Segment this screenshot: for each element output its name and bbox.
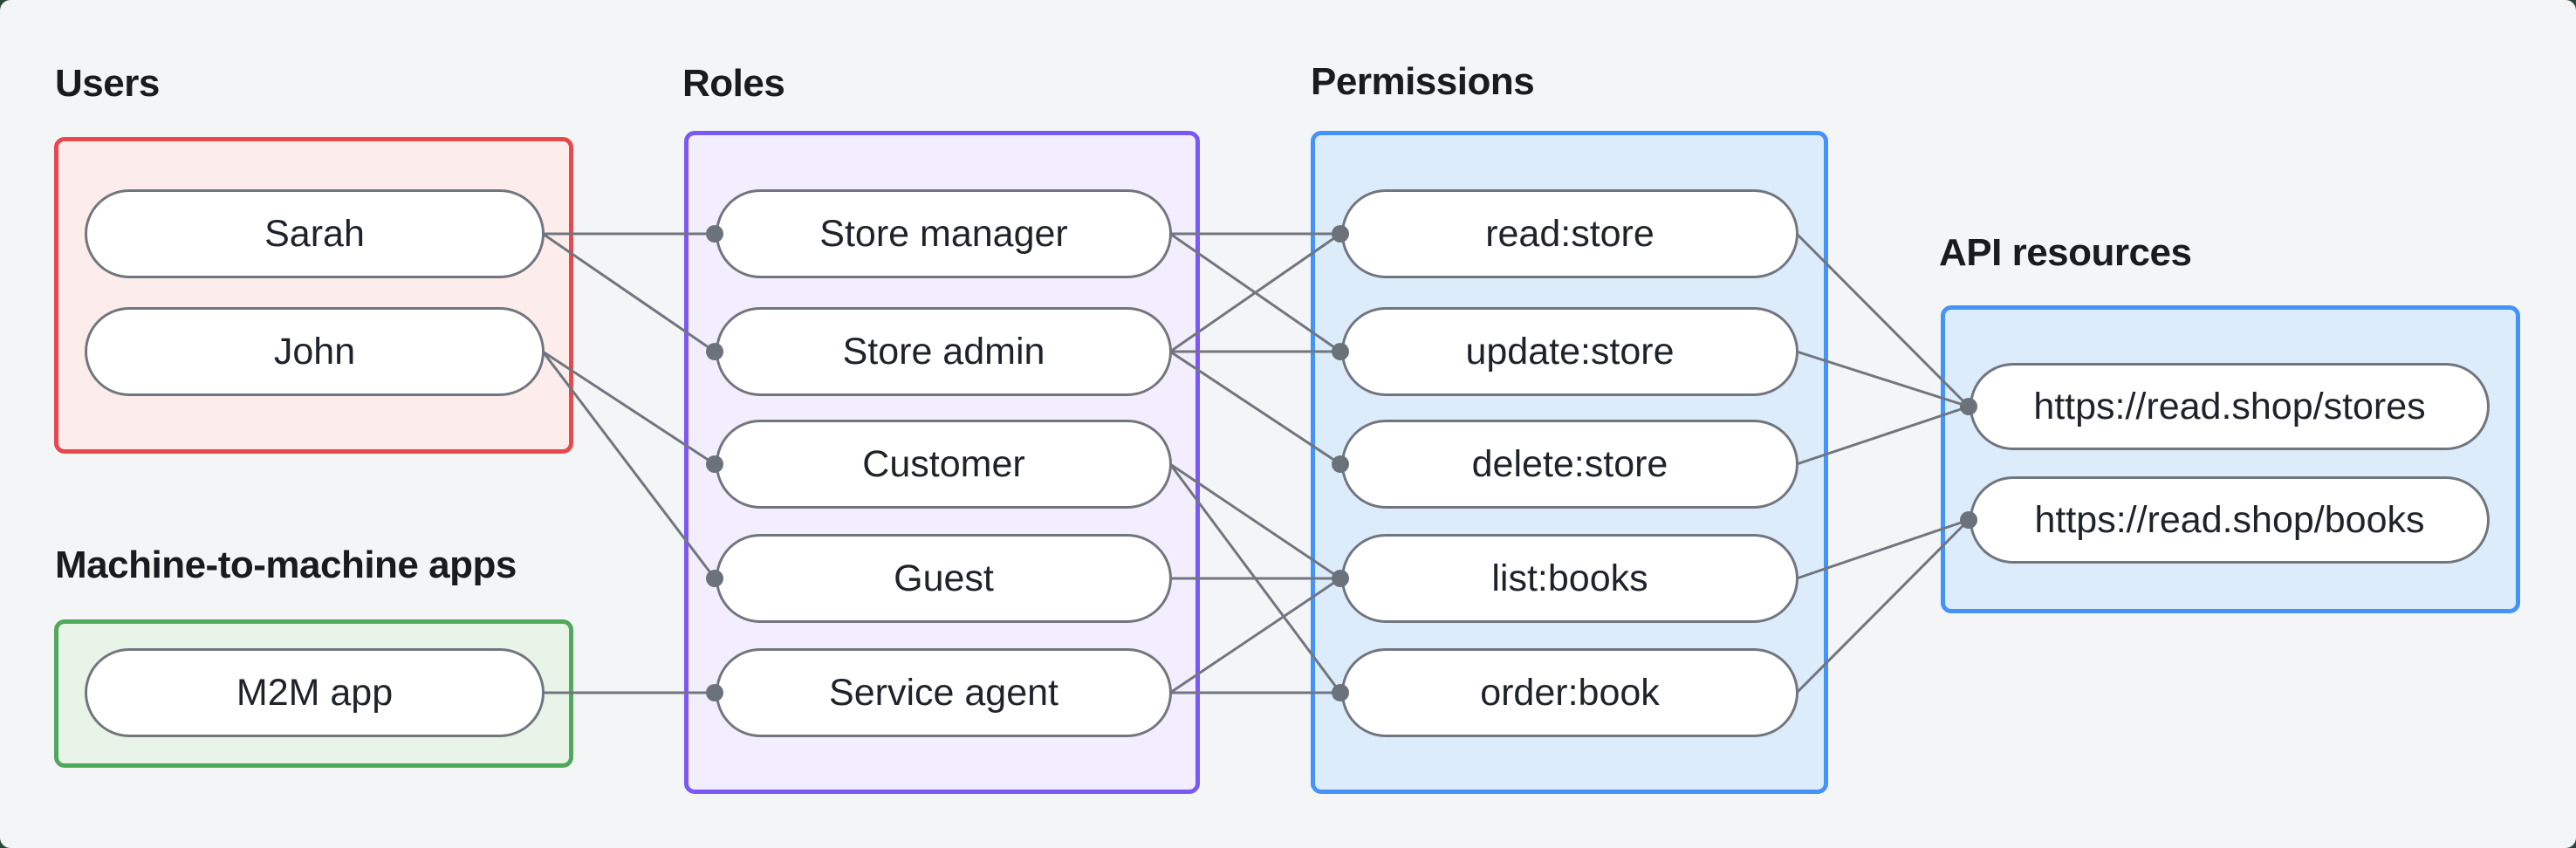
node-delete-store: delete:store bbox=[1341, 420, 1798, 509]
node-m2m-app: M2M app bbox=[85, 648, 545, 737]
group-label-api-resources: API resources bbox=[1939, 231, 2192, 274]
node-john: John bbox=[85, 307, 545, 396]
node-list-books: list:books bbox=[1341, 534, 1798, 623]
group-label-m2m-apps: Machine-to-machine apps bbox=[55, 544, 517, 586]
node-store-admin: Store admin bbox=[716, 307, 1172, 396]
node-order-book: order:book bbox=[1341, 648, 1798, 737]
group-label-permissions: Permissions bbox=[1311, 60, 1535, 103]
node-stores-api: https://read.shop/stores bbox=[1970, 363, 2490, 450]
node-read-store: read:store bbox=[1341, 189, 1798, 278]
node-customer: Customer bbox=[716, 420, 1172, 509]
node-sarah: Sarah bbox=[85, 189, 545, 278]
group-label-users: Users bbox=[55, 62, 160, 105]
node-books-api: https://read.shop/books bbox=[1970, 476, 2490, 564]
group-box-api-resources bbox=[1941, 305, 2520, 613]
node-store-manager: Store manager bbox=[716, 189, 1172, 278]
group-label-roles: Roles bbox=[682, 62, 785, 105]
node-update-store: update:store bbox=[1341, 307, 1798, 396]
node-service-agent: Service agent bbox=[716, 648, 1172, 737]
group-box-users bbox=[54, 137, 573, 454]
node-guest: Guest bbox=[716, 534, 1172, 623]
